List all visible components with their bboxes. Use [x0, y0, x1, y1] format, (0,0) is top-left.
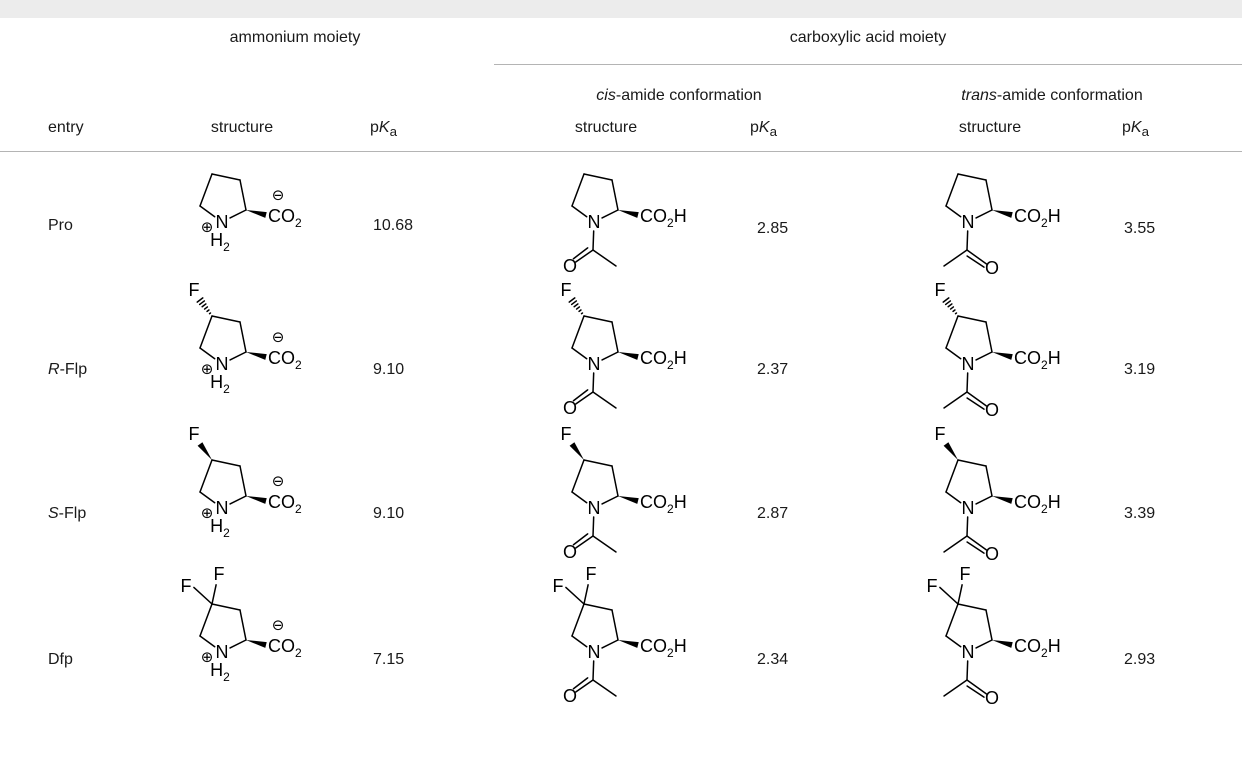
fluorine-label: F — [189, 280, 200, 300]
structure-ammonium-s-flp: CO2⊖NH2⊕F — [189, 424, 303, 540]
header-entry: entry — [48, 119, 84, 136]
nitrogen-label: N — [962, 212, 975, 232]
nitrogen-label: N — [588, 642, 601, 662]
header-carboxylic-acid-moiety: carboxylic acid moiety — [789, 29, 947, 46]
carboxyl-label: CO2H — [1014, 348, 1061, 372]
structure-trans-pro: CO2H N O — [943, 173, 1061, 278]
carbonyl-oxygen-label: O — [985, 544, 999, 564]
fluorine-label: F — [553, 576, 564, 596]
nitrogen-label: N — [588, 212, 601, 232]
nitrogen-label: N — [962, 354, 975, 374]
header-structure-ammonium: structure — [210, 119, 274, 136]
positive-charge: ⊕ — [201, 361, 214, 378]
header-pka-trans: pKa — [1122, 119, 1149, 140]
carbonyl-oxygen-label: O — [563, 686, 577, 706]
negative-charge: ⊖ — [272, 617, 285, 634]
pka-trans-pro: 3.55 — [1124, 220, 1156, 237]
positive-charge: ⊕ — [201, 219, 214, 236]
pka-cis-r-flp: 2.37 — [757, 361, 789, 378]
structure-ammonium-pro: CO2⊖NH2⊕ — [199, 173, 302, 254]
pka-ammonium-dfp: 7.15 — [373, 651, 405, 668]
structure-trans-r-flp: CO2H N O F — [935, 280, 1061, 420]
positive-charge: ⊕ — [201, 505, 214, 522]
carboxyl-label: CO2H — [640, 636, 687, 660]
nitrogen-label: N — [588, 354, 601, 374]
fluorine-label: F — [561, 280, 572, 300]
carboxyl-label: CO2H — [1014, 492, 1061, 516]
header-trans-amide-conformation: trans-amide conformation — [961, 87, 1143, 104]
carbonyl-oxygen-label: O — [563, 256, 577, 276]
carboxyl-label: CO2H — [640, 348, 687, 372]
top-bar — [0, 0, 1242, 18]
carboxyl-label: CO2 — [268, 492, 302, 516]
entry-name-s-flp: S-Flp — [48, 505, 87, 522]
structure-trans-s-flp: CO2H N O F — [935, 424, 1061, 564]
carbonyl-oxygen-label: O — [985, 688, 999, 708]
header-pka-cis: pKa — [750, 119, 777, 140]
nitrogen-label: N — [962, 498, 975, 518]
entry-name-r-flp: R-Flp — [48, 361, 88, 378]
structure-trans-dfp: CO2H N O F F — [927, 564, 1061, 708]
carbonyl-oxygen-label: O — [985, 258, 999, 278]
carboxyl-label: CO2H — [640, 206, 687, 230]
pka-ammonium-s-flp: 9.10 — [373, 505, 405, 522]
fluorine-label: F — [586, 564, 597, 584]
fluorine-label: F — [935, 280, 946, 300]
entry-name-pro: Pro — [48, 217, 73, 234]
carboxyl-label: CO2H — [640, 492, 687, 516]
fluorine-label: F — [960, 564, 971, 584]
carboxyl-label: CO2 — [268, 348, 302, 372]
nitrogen-label: N — [216, 212, 229, 232]
nitrogen-label: N — [216, 354, 229, 374]
carboxyl-label: CO2 — [268, 206, 302, 230]
pka-ammonium-r-flp: 9.10 — [373, 361, 405, 378]
header-cis-amide-conformation: cis-amide conformation — [596, 87, 762, 104]
header-pka-ammonium: pKa — [370, 119, 397, 140]
pka-cis-dfp: 2.34 — [757, 651, 789, 668]
nitrogen-label: N — [962, 642, 975, 662]
structure-cis-r-flp: CO2H N O F — [561, 280, 687, 418]
fluorine-label: F — [927, 576, 938, 596]
nitrogen-label: N — [216, 498, 229, 518]
structure-ammonium-dfp: CO2⊖NH2⊕FF — [181, 564, 303, 684]
carboxyl-label: CO2H — [1014, 206, 1061, 230]
negative-charge: ⊖ — [272, 187, 285, 204]
rule-carboxylic-group — [494, 64, 1242, 65]
fluorine-label: F — [189, 424, 200, 444]
pka-cis-pro: 2.85 — [757, 220, 789, 237]
fluorine-label: F — [214, 564, 225, 584]
negative-charge: ⊖ — [272, 473, 285, 490]
carboxyl-label: CO2 — [268, 636, 302, 660]
fluorine-label: F — [561, 424, 572, 444]
structure-cis-pro: CO2H N O — [563, 173, 687, 276]
header-structure-cis: structure — [574, 119, 638, 136]
fluorine-label: F — [181, 576, 192, 596]
header-ammonium-moiety: ammonium moiety — [229, 29, 361, 46]
fluorine-label: F — [935, 424, 946, 444]
nitrogen-label: N — [216, 642, 229, 662]
header-structure-trans: structure — [958, 119, 1022, 136]
pka-trans-r-flp: 3.19 — [1124, 361, 1156, 378]
structure-ammonium-r-flp: CO2⊖NH2⊕F — [189, 280, 303, 396]
structure-cis-s-flp: CO2H N O F — [561, 424, 687, 562]
carbonyl-oxygen-label: O — [985, 400, 999, 420]
entry-name-dfp: Dfp — [48, 651, 73, 668]
carbonyl-oxygen-label: O — [563, 542, 577, 562]
rule-header-bottom — [0, 151, 1242, 152]
pka-ammonium-pro: 10.68 — [373, 217, 414, 234]
positive-charge: ⊕ — [201, 649, 214, 666]
structure-cis-dfp: CO2H N O F F — [553, 564, 687, 706]
nitrogen-label: N — [588, 498, 601, 518]
negative-charge: ⊖ — [272, 329, 285, 346]
carboxyl-label: CO2H — [1014, 636, 1061, 660]
pka-trans-dfp: 2.93 — [1124, 651, 1156, 668]
pka-trans-s-flp: 3.39 — [1124, 505, 1156, 522]
pka-cis-s-flp: 2.87 — [757, 505, 789, 522]
carbonyl-oxygen-label: O — [563, 398, 577, 418]
